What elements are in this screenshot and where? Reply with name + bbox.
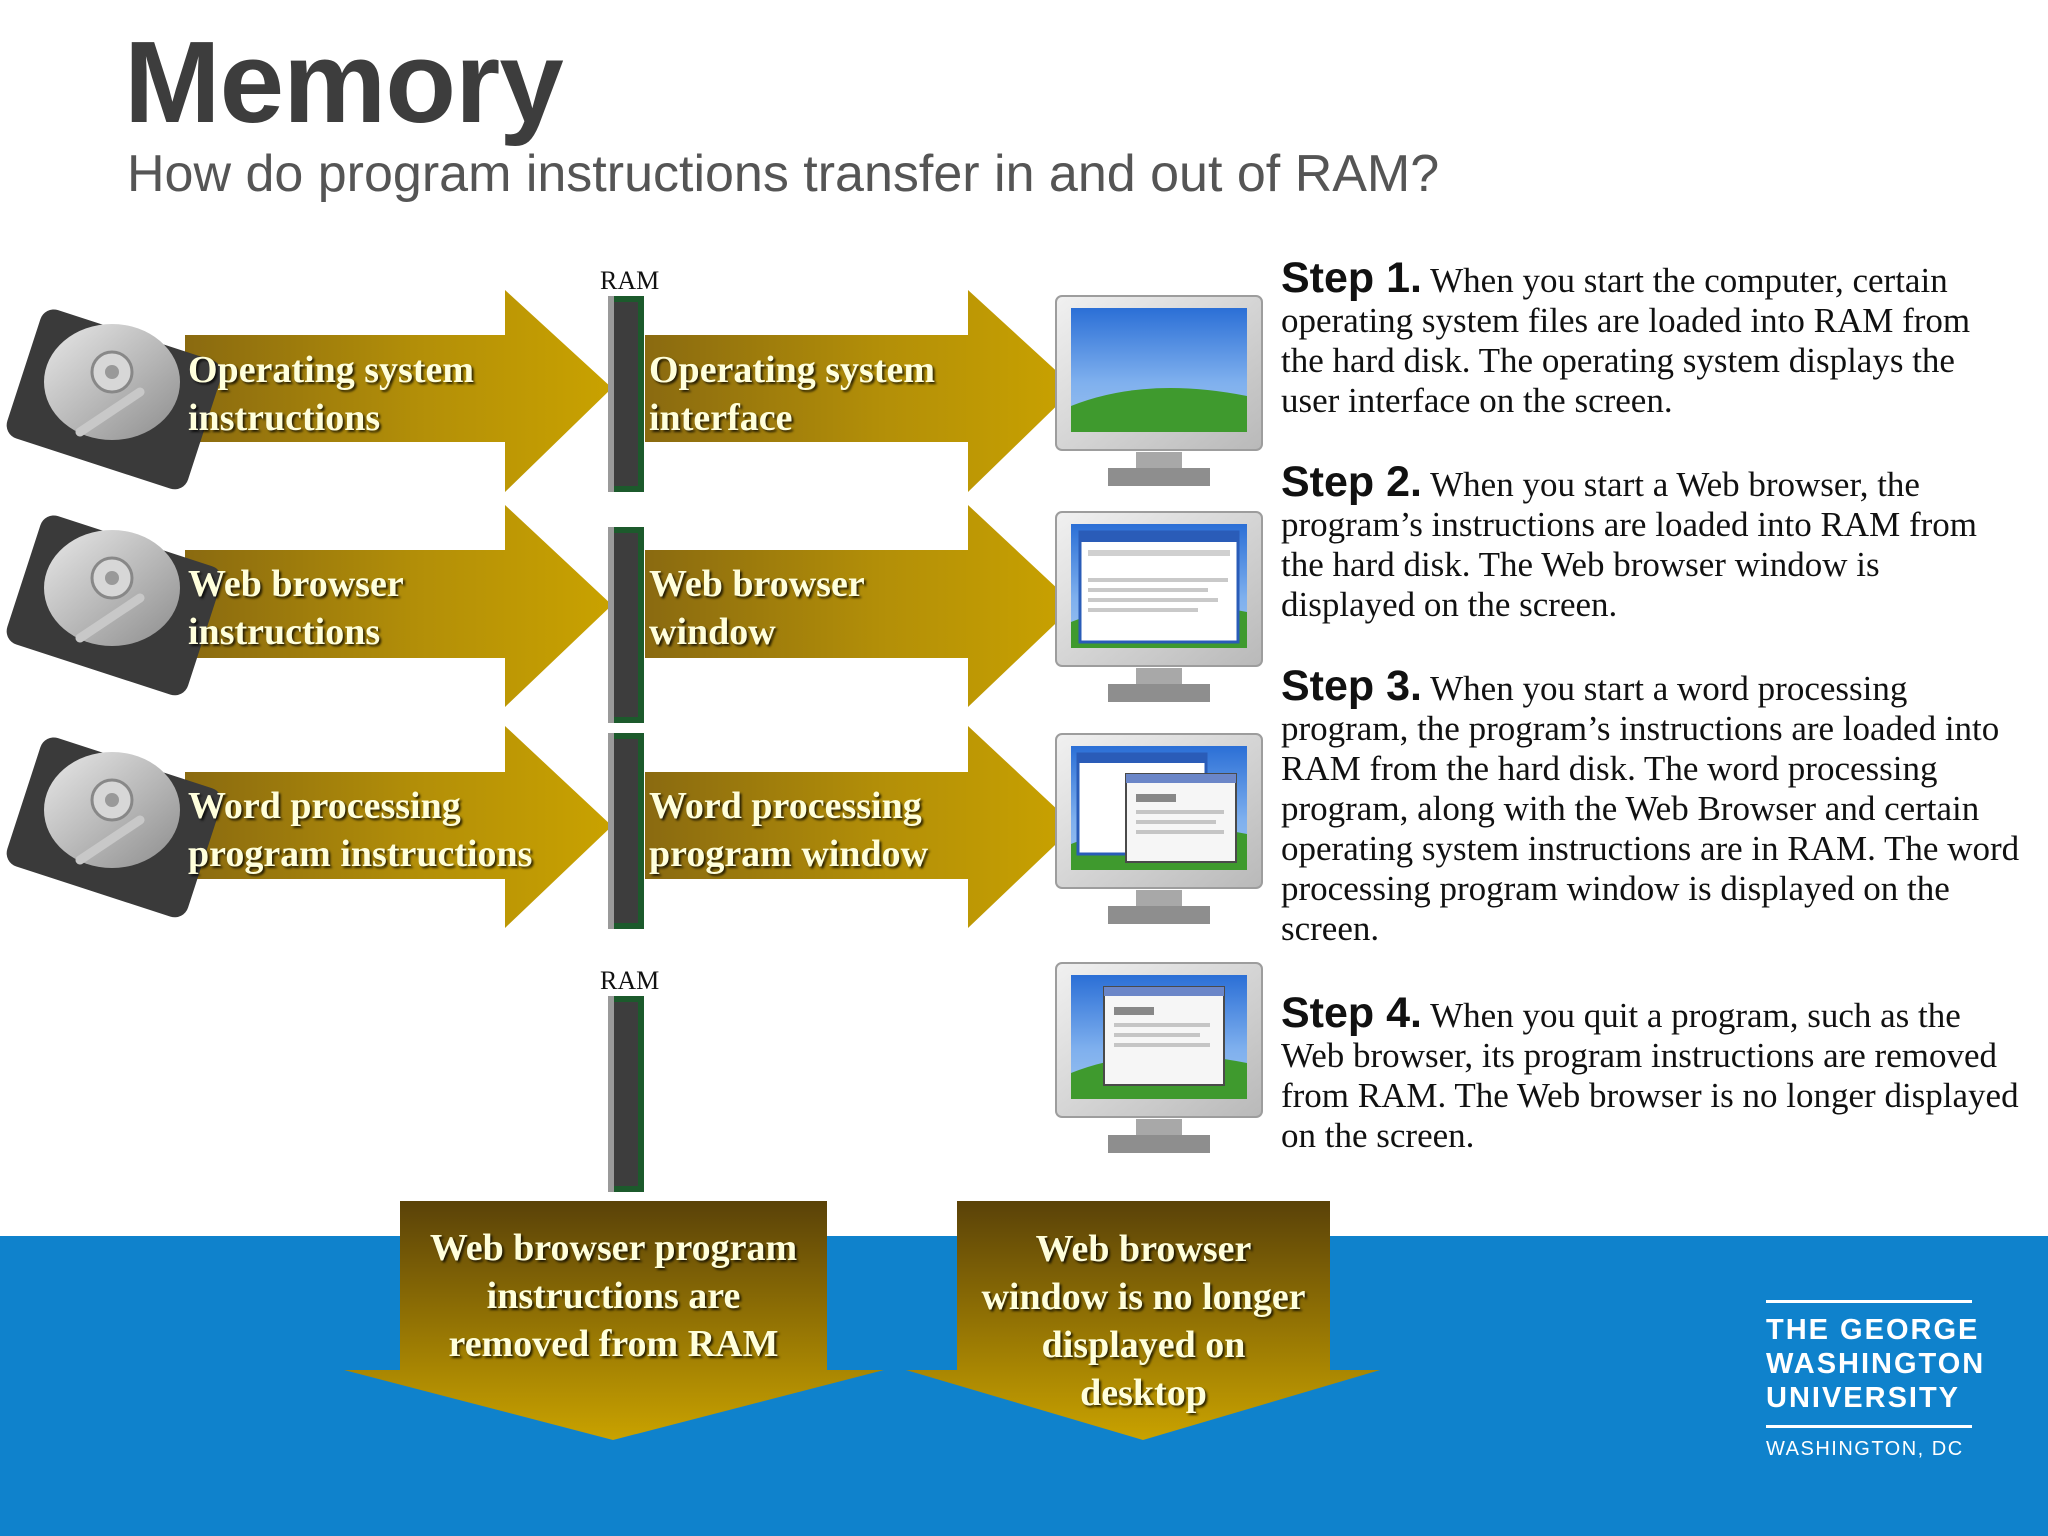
hard-disk-icon <box>6 737 222 918</box>
arrow-label-browser-instructions: Web browser instructions <box>188 563 404 653</box>
arrow-label-os-interface: Operating system interface <box>649 349 936 439</box>
step-2: Step 2. When you start a Web browser, th… <box>1281 461 2021 625</box>
step-2-text: When you start a Web browser, the progra… <box>1281 465 1977 624</box>
arrow-label-word-window: Word processing program window <box>649 785 929 875</box>
logo-city: WASHINGTON, DC <box>1766 1438 1964 1460</box>
monitor-icon <box>1055 733 1263 924</box>
step-3-heading: Step 3. <box>1281 662 1422 710</box>
step-4-text: When you quit a program, such as the Web… <box>1281 996 2019 1155</box>
down-arrow-label-window-removed: Web browser window is no longer displaye… <box>981 1228 1306 1414</box>
hard-disk-icon <box>6 515 222 696</box>
down-arrow-2 <box>906 1201 1380 1440</box>
logo-line-3: UNIVERSITY <box>1766 1382 1961 1414</box>
down-arrow-label-instructions-removed: Web browser program instructions are rem… <box>429 1227 798 1365</box>
step-2-heading: Step 2. <box>1281 458 1422 506</box>
monitor-icon <box>1055 962 1263 1153</box>
down-arrow-1 <box>344 1201 884 1440</box>
university-logo: THE GEORGE WASHINGTON UNIVERSITY WASHING… <box>1766 1300 1986 1461</box>
slide-title: Memory <box>124 17 564 147</box>
ram-label: RAM <box>600 966 660 995</box>
arrow-row-1-right <box>645 290 1075 492</box>
arrow-row-3-right <box>645 726 1075 928</box>
ram-module-icon <box>608 733 644 929</box>
slide-subtitle: How do program instructions transfer in … <box>127 145 1440 203</box>
arrow-label-os-instructions: Operating system instructions <box>188 349 475 439</box>
arrow-label-browser-window: Web browser window <box>649 563 865 653</box>
ram-module-icon <box>608 527 644 723</box>
step-1-heading: Step 1. <box>1281 254 1422 302</box>
arrow-row-1-left <box>185 290 612 492</box>
arrow-row-2-left <box>185 505 612 707</box>
arrow-label-word-instructions: Word processing program instructions <box>188 785 533 875</box>
monitor-icon <box>1055 511 1263 702</box>
step-4: Step 4. When you quit a program, such as… <box>1281 992 2021 1156</box>
word-window-icon <box>1125 773 1237 863</box>
logo-line-2: WASHINGTON <box>1766 1348 1986 1380</box>
arrow-row-3-left <box>185 726 612 928</box>
logo-line-1: THE GEORGE <box>1766 1314 1980 1346</box>
ram-module-icon <box>608 996 644 1192</box>
monitor-icon <box>1055 295 1263 486</box>
step-4-heading: Step 4. <box>1281 989 1422 1037</box>
step-3: Step 3. When you start a word processing… <box>1281 665 2021 949</box>
hard-disk-icon <box>6 309 222 490</box>
step-1-text: When you start the computer, certain ope… <box>1281 261 1971 420</box>
step-3-text: When you start a word processing program… <box>1281 669 2020 948</box>
browser-window-icon <box>1078 530 1240 644</box>
step-1: Step 1. When you start the computer, cer… <box>1281 257 2021 421</box>
ram-label: RAM <box>600 266 660 295</box>
arrow-row-2-right <box>645 505 1075 707</box>
ram-module-icon <box>608 296 644 492</box>
